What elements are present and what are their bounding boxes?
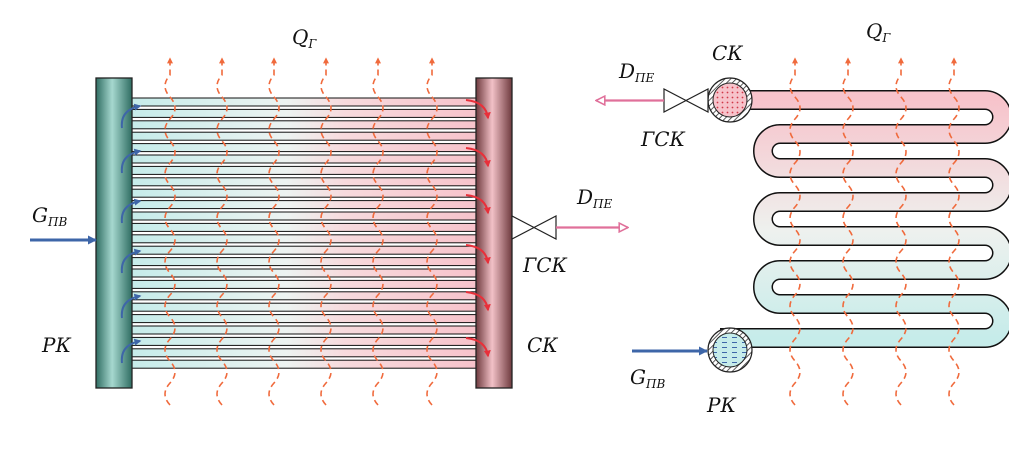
left-tube-bank bbox=[131, 97, 477, 369]
tube bbox=[131, 359, 477, 369]
tube bbox=[131, 177, 477, 187]
heat-flow-arrow bbox=[948, 57, 960, 406]
heat-flow-arrow bbox=[426, 57, 438, 406]
tube bbox=[131, 165, 477, 175]
heat-flow-arrow bbox=[216, 57, 228, 406]
tube bbox=[131, 97, 477, 107]
tube bbox=[131, 314, 477, 324]
left-cold-flow-arrows bbox=[120, 103, 142, 364]
cold-flow-arrow bbox=[120, 148, 142, 174]
left-heat-flow-arrows bbox=[164, 57, 438, 406]
left-inlet-header-label: РК bbox=[41, 333, 71, 357]
left-valve-gsk-icon bbox=[511, 215, 557, 240]
heat-flow-arrow bbox=[268, 57, 280, 406]
hot-flow-arrow bbox=[465, 291, 491, 312]
right-outlet-label: DПЕ bbox=[618, 59, 655, 85]
tube bbox=[131, 325, 477, 335]
tube bbox=[131, 200, 477, 210]
tube bbox=[131, 348, 477, 358]
cold-flow-arrow bbox=[120, 198, 142, 224]
right-inlet-drum-rk bbox=[707, 327, 753, 373]
left-feed-label: GПВ bbox=[32, 203, 67, 229]
tube bbox=[131, 131, 477, 141]
right-heat-flow-arrows bbox=[789, 57, 960, 406]
heat-flow-arrow bbox=[372, 57, 384, 406]
hot-flow-arrow bbox=[465, 99, 491, 120]
tube bbox=[131, 211, 477, 221]
tube bbox=[131, 302, 477, 312]
cold-flow-arrow bbox=[120, 338, 142, 364]
hot-flow-arrow bbox=[465, 194, 491, 215]
tube bbox=[131, 291, 477, 301]
hot-flow-arrow bbox=[465, 244, 491, 265]
tube bbox=[131, 188, 477, 198]
left-inlet-header-rk bbox=[95, 77, 133, 389]
right-outlet-drum-sk bbox=[707, 77, 753, 123]
cold-flow-arrow bbox=[120, 293, 142, 319]
left-valve-label: ГСК bbox=[522, 253, 568, 277]
cold-flow-arrow bbox=[120, 103, 142, 129]
tube bbox=[131, 120, 477, 130]
cold-flow-arrow bbox=[120, 248, 142, 274]
heat-flow-arrow bbox=[164, 57, 176, 406]
tube bbox=[131, 257, 477, 267]
tube bbox=[131, 279, 477, 289]
right-heat-label: QГ bbox=[866, 19, 891, 45]
tube bbox=[131, 154, 477, 164]
right-valve-label: ГСК bbox=[640, 127, 686, 151]
heat-flow-arrow bbox=[320, 57, 332, 406]
left-hot-flow-arrows bbox=[465, 99, 491, 358]
tube bbox=[131, 336, 477, 346]
left-outlet-header-label: СК bbox=[527, 333, 558, 357]
hot-flow-arrow bbox=[465, 337, 491, 358]
heat-flow-arrow bbox=[842, 57, 854, 406]
right-coil-inner bbox=[720, 91, 1009, 347]
heat-flow-arrow bbox=[789, 57, 801, 406]
left-outlet-header-sk bbox=[475, 77, 513, 389]
tube bbox=[131, 143, 477, 153]
heat-flow-arrow bbox=[895, 57, 907, 406]
left-outlet-label: DПЕ bbox=[576, 185, 613, 211]
tube bbox=[131, 108, 477, 118]
hot-flow-arrow bbox=[465, 147, 491, 168]
right-valve-gsk-icon bbox=[663, 88, 709, 113]
right-outlet-drum-label: СК bbox=[712, 41, 743, 65]
tube bbox=[131, 222, 477, 232]
left-heat-label: QГ bbox=[292, 25, 317, 51]
tube bbox=[131, 245, 477, 255]
right-inlet-drum-label: РК bbox=[706, 393, 736, 417]
tube bbox=[131, 268, 477, 278]
right-feed-label: GПВ bbox=[630, 365, 665, 391]
tube bbox=[131, 234, 477, 244]
